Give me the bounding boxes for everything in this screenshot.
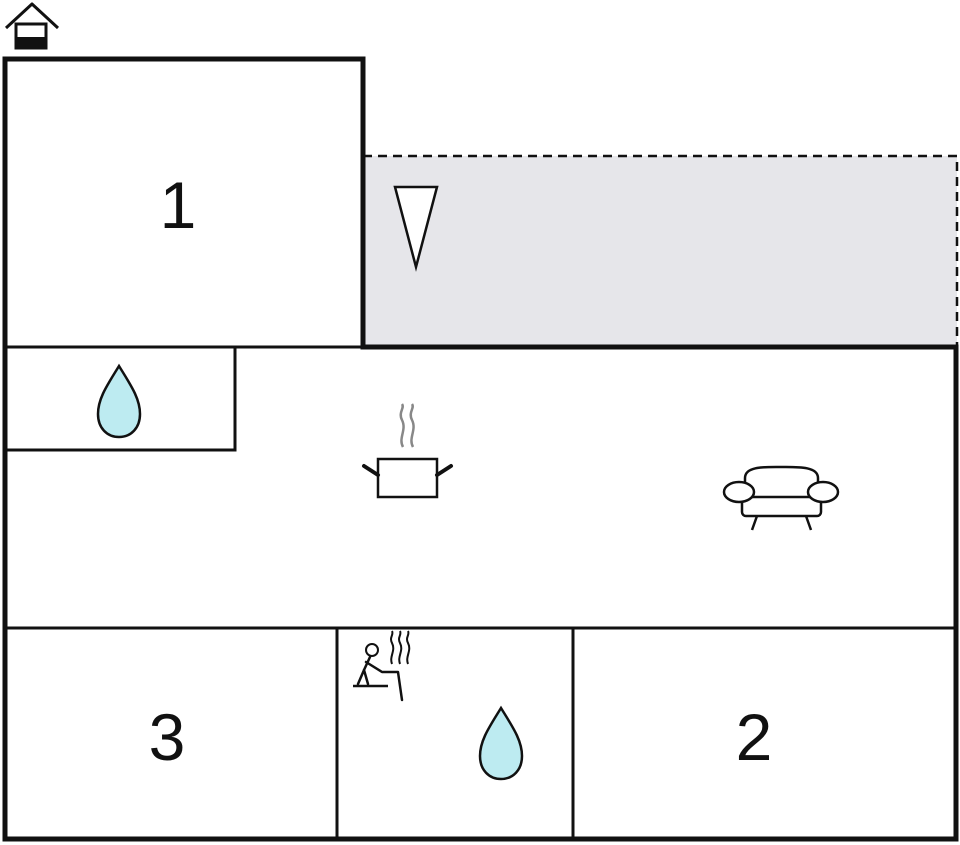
- outer-walls: [2, 56, 959, 842]
- kitchen-pot-icon: [362, 403, 453, 499]
- sauna-icon: [353, 630, 411, 702]
- wall-bathroom-top: [5, 347, 237, 452]
- terrace-dashed-border: [363, 154, 959, 347]
- terrace-area: [363, 156, 957, 347]
- room-label-2: 2: [736, 700, 773, 774]
- bathroom-water-drop-icon: [96, 363, 142, 439]
- room-label-1: 1: [160, 168, 197, 242]
- terrace-direction-icon: [393, 185, 439, 272]
- room-label-3: 3: [149, 700, 186, 774]
- living-room-sofa-icon: [722, 465, 840, 531]
- sauna-water-drop-icon: [478, 705, 524, 781]
- entrance-house-icon: [4, 2, 60, 50]
